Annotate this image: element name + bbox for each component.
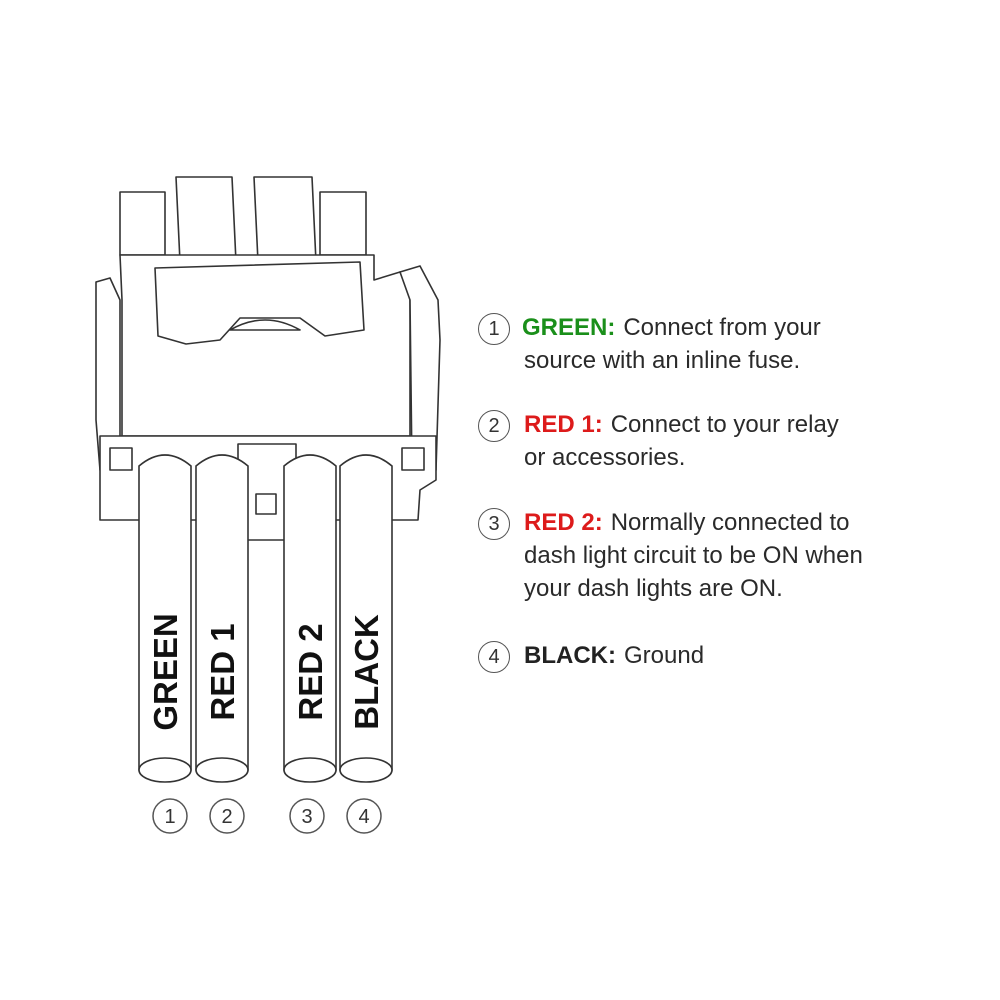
wire-number-circle-3 [289, 798, 325, 834]
legend-line: GREEN: Connect from your [522, 311, 821, 344]
wire-1: GREEN [138, 454, 192, 783]
legend-text: or accessories. [524, 444, 686, 471]
wire-body [195, 454, 249, 778]
wire-label: BLACK [348, 614, 385, 730]
top-tab-right [253, 176, 317, 263]
wire-end-cap [339, 757, 393, 783]
legend-text: Normally connected to [610, 509, 850, 536]
wire-number: 1 [164, 806, 175, 828]
wire-4: BLACK [339, 454, 393, 783]
legend-text: your dash lights are ON. [524, 575, 783, 602]
wire-label: RED 1 [204, 623, 241, 720]
legend-line: BLACK: Ground [524, 639, 704, 672]
legend-text: Ground [623, 642, 705, 669]
wire-label: RED 2 [292, 623, 329, 720]
wire-body [283, 454, 337, 778]
latch-block [154, 261, 365, 345]
legend-line: your dash lights are ON. [524, 572, 783, 605]
base-window-left [109, 447, 133, 471]
legend-text: Connect from your [623, 314, 821, 341]
wire-end-cap [195, 757, 249, 783]
key-notch [255, 493, 277, 515]
side-clip-right [399, 265, 441, 471]
wire-end-cap [138, 757, 192, 783]
legend-line: source with an inline fuse. [524, 344, 800, 377]
wire-2: RED 1 [195, 454, 249, 783]
wire-label: GREEN [147, 613, 184, 730]
wire-number: 3 [301, 806, 312, 828]
legend-number: 1 [478, 313, 510, 345]
wire-number: 4 [358, 806, 369, 828]
legend-line: dash light circuit to be ON when [524, 539, 863, 572]
base-window-right [401, 447, 425, 471]
legend-text: Connect to your relay [610, 411, 839, 438]
legend-text: source with an inline fuse. [524, 347, 801, 374]
legend-line: RED 1: Connect to your relay [524, 408, 839, 441]
wire-3: RED 2 [283, 454, 337, 783]
legend-line: RED 2: Normally connected to [524, 506, 849, 539]
wire-numbers: 1 2 3 4 [152, 798, 382, 834]
legend-key: BLACK: [524, 642, 616, 669]
legend-number: 2 [478, 410, 510, 442]
legend-key: GREEN: [522, 314, 616, 341]
latch-slot [229, 319, 301, 331]
legend-text: dash light circuit to be ON when [524, 542, 863, 569]
top-tab-left [175, 176, 237, 263]
legend-number: 3 [478, 508, 510, 540]
wires-group: GREEN RED 1 RED 2 BLACK [138, 454, 393, 783]
wire-number-circle-4 [346, 798, 382, 834]
wire-end-cap [283, 757, 337, 783]
legend-number: 4 [478, 641, 510, 673]
wire-number: 2 [221, 806, 232, 828]
wire-number-circle-1 [152, 798, 188, 834]
connector-housing [119, 191, 166, 256]
legend-key: RED 1: [524, 411, 603, 438]
legend-line: or accessories. [524, 441, 685, 474]
legend-key: RED 2: [524, 509, 603, 536]
wire-number-circle-2 [209, 798, 245, 834]
top-tab-side [319, 191, 367, 256]
